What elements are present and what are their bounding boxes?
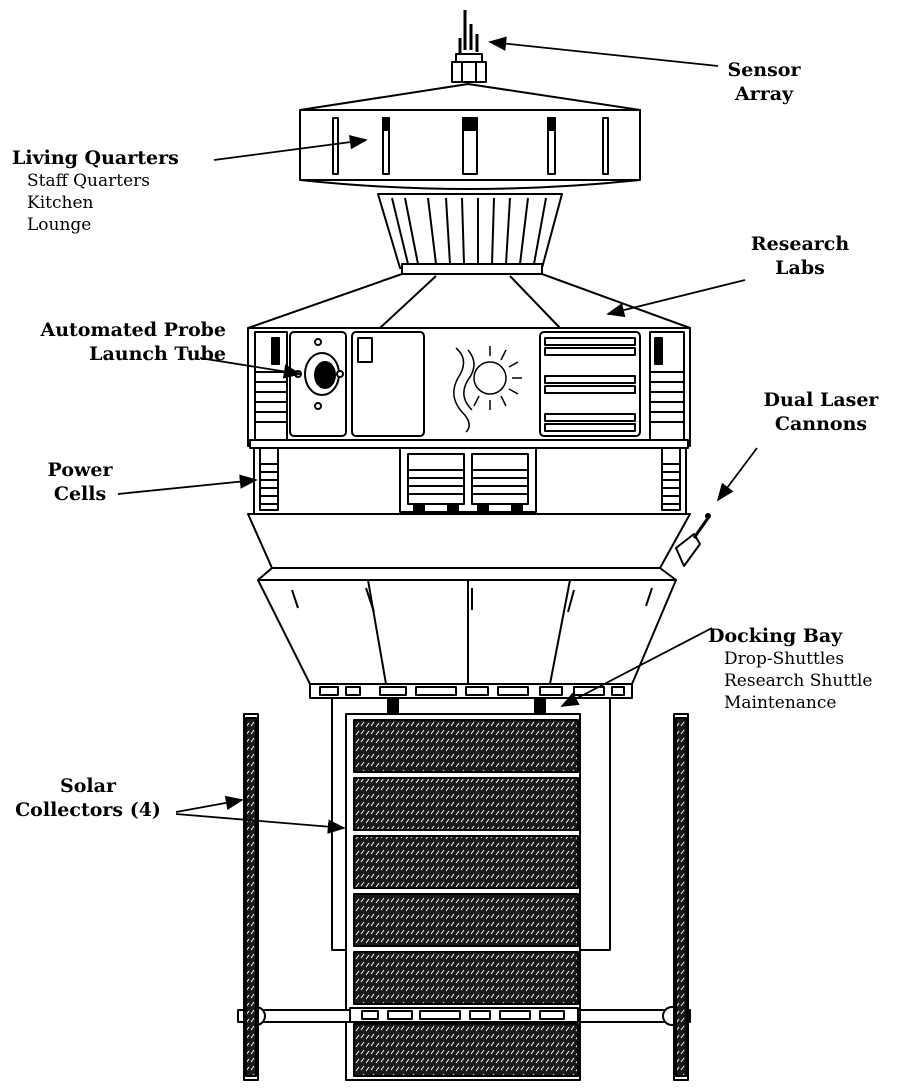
leader-solar-collectors-left xyxy=(175,795,244,813)
label-living-quarters-title: Living Quarters xyxy=(12,147,179,169)
label-power-cells: Power Cells xyxy=(30,458,130,506)
label-research-labs: Research Labs xyxy=(740,232,860,280)
central-solar-collector xyxy=(345,713,581,1081)
label-docking-bay-item-1: Drop-Shuttles xyxy=(724,649,845,669)
right-solar-collector xyxy=(673,713,689,1081)
leader-research-labs xyxy=(606,279,746,318)
station-neck xyxy=(377,193,563,275)
label-living-quarters: Living Quarters Staff Quarters Kitchen L… xyxy=(12,146,179,236)
label-probe-tube: Automated Probe Launch Tube xyxy=(0,318,226,366)
label-docking-bay-title: Docking Bay xyxy=(708,625,843,647)
label-research-labs-line-1: Research xyxy=(750,233,850,255)
label-laser-cannons-line-2: Cannons xyxy=(774,413,868,435)
label-docking-bay-item-3: Maintenance xyxy=(724,693,837,713)
leader-sensor-array xyxy=(488,36,719,67)
laser-cannon xyxy=(675,513,711,567)
label-sensor-array-line-1: Sensor xyxy=(727,59,801,81)
leader-probe-tube xyxy=(199,357,302,379)
research-labs-module xyxy=(247,273,691,449)
power-cell-section xyxy=(253,447,687,515)
label-power-cells-line-1: Power xyxy=(47,459,113,481)
label-solar-collectors: Solar Collectors (4) xyxy=(0,774,176,822)
leader-living-quarters xyxy=(213,134,368,161)
label-solar-collectors-line-2: Collectors (4) xyxy=(15,799,161,821)
label-laser-cannons: Dual Laser Cannons xyxy=(756,388,886,436)
sensor-array xyxy=(451,10,487,83)
left-solar-collector xyxy=(243,713,259,1081)
leader-power-cells xyxy=(117,474,258,495)
leader-lines xyxy=(117,36,758,834)
leader-solar-collectors-center xyxy=(175,813,346,834)
label-docking-bay: Docking Bay Drop-Shuttles Research Shutt… xyxy=(708,624,872,714)
label-probe-tube-line-2: Launch Tube xyxy=(89,343,226,365)
label-solar-collectors-line-1: Solar xyxy=(60,775,116,797)
living-quarters-module xyxy=(299,83,641,190)
label-living-quarters-item-1: Staff Quarters xyxy=(27,171,150,191)
label-sensor-array-line-2: Array xyxy=(734,83,794,105)
label-probe-tube-line-1: Automated Probe xyxy=(40,319,226,341)
label-research-labs-line-2: Labs xyxy=(775,257,825,279)
station-emblem-icon xyxy=(453,346,522,433)
label-laser-cannons-line-1: Dual Laser xyxy=(763,389,879,411)
label-living-quarters-item-3: Lounge xyxy=(27,215,92,235)
leader-laser-cannons xyxy=(716,447,758,502)
label-power-cells-line-2: Cells xyxy=(53,483,107,505)
label-docking-bay-item-2: Research Shuttle xyxy=(724,671,873,691)
leader-docking-bay xyxy=(560,627,713,707)
label-sensor-array: Sensor Array xyxy=(704,58,824,106)
label-living-quarters-item-2: Kitchen xyxy=(27,193,94,213)
